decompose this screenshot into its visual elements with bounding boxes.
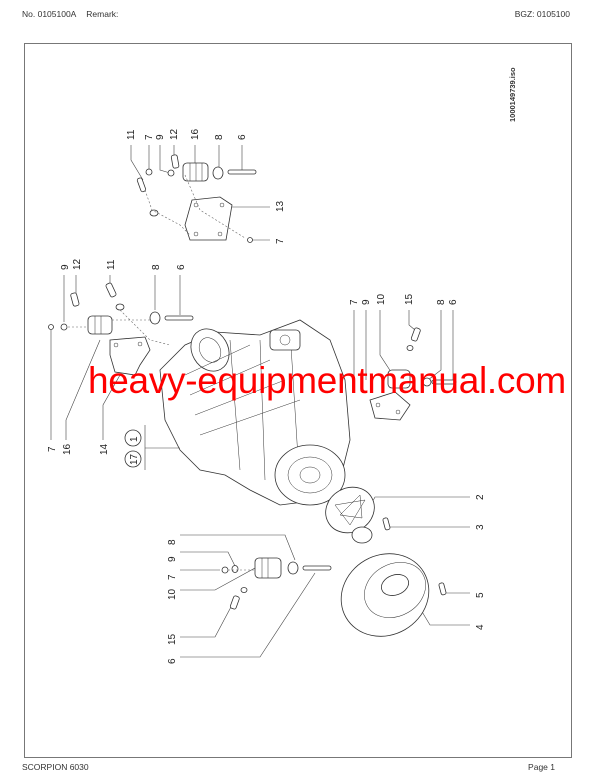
- flywheel-housing-group: 2 3 5 4: [325, 486, 486, 637]
- svg-text:9: 9: [167, 556, 178, 562]
- svg-text:6: 6: [176, 264, 187, 270]
- document-header-left: No. 0105100A Remark:: [22, 9, 118, 19]
- svg-text:6: 6: [167, 658, 178, 664]
- svg-text:6: 6: [448, 299, 459, 305]
- svg-text:6: 6: [237, 134, 248, 140]
- svg-text:7: 7: [167, 574, 178, 580]
- svg-text:17: 17: [129, 453, 140, 465]
- right-mount-group: 7 9 10 15 8 6: [349, 293, 459, 421]
- svg-text:8: 8: [436, 299, 447, 305]
- iso-id: 1000149739.iso: [508, 67, 517, 122]
- svg-text:5: 5: [475, 592, 486, 598]
- svg-text:2: 2: [475, 494, 486, 500]
- page-number: Page 1: [528, 762, 555, 772]
- svg-text:9: 9: [155, 134, 166, 140]
- engine-assembly: 1 17: [124, 319, 351, 506]
- model-name: SCORPION 6030: [22, 762, 89, 772]
- svg-text:15: 15: [167, 633, 178, 645]
- svg-text:11: 11: [106, 259, 117, 270]
- svg-text:7: 7: [144, 134, 155, 140]
- bgz-code: BGZ: 0105100: [514, 9, 570, 19]
- svg-text:14: 14: [99, 443, 110, 455]
- svg-text:7: 7: [349, 299, 360, 305]
- remark-label: Remark:: [86, 9, 119, 19]
- svg-text:9: 9: [60, 264, 71, 270]
- svg-text:1: 1: [129, 436, 140, 442]
- svg-text:15: 15: [404, 293, 415, 305]
- left-mount-group: 9 12 11 8 6 7 16 14: [47, 258, 194, 455]
- svg-text:8: 8: [167, 539, 178, 545]
- document-number: No. 0105100A: [22, 9, 76, 19]
- svg-text:9: 9: [361, 299, 372, 305]
- svg-text:12: 12: [72, 258, 83, 270]
- svg-text:11: 11: [126, 129, 137, 140]
- svg-text:3: 3: [475, 524, 486, 530]
- watermark-text: heavy-equipmentmanual.com: [88, 360, 566, 401]
- svg-text:16: 16: [62, 443, 73, 455]
- svg-text:10: 10: [376, 293, 387, 305]
- svg-text:16: 16: [190, 128, 201, 140]
- bottom-left-mount-group: 8 9 7 10 15 6: [167, 534, 332, 664]
- svg-text:7: 7: [275, 238, 286, 244]
- svg-text:13: 13: [275, 200, 286, 212]
- svg-text:8: 8: [214, 134, 225, 140]
- svg-text:8: 8: [151, 264, 162, 270]
- svg-text:7: 7: [47, 446, 58, 452]
- svg-text:4: 4: [475, 624, 486, 630]
- top-mount-group: 11 7 9 12 16 8 6 13 7: [126, 128, 286, 244]
- svg-text:10: 10: [167, 588, 178, 600]
- svg-text:12: 12: [169, 128, 180, 140]
